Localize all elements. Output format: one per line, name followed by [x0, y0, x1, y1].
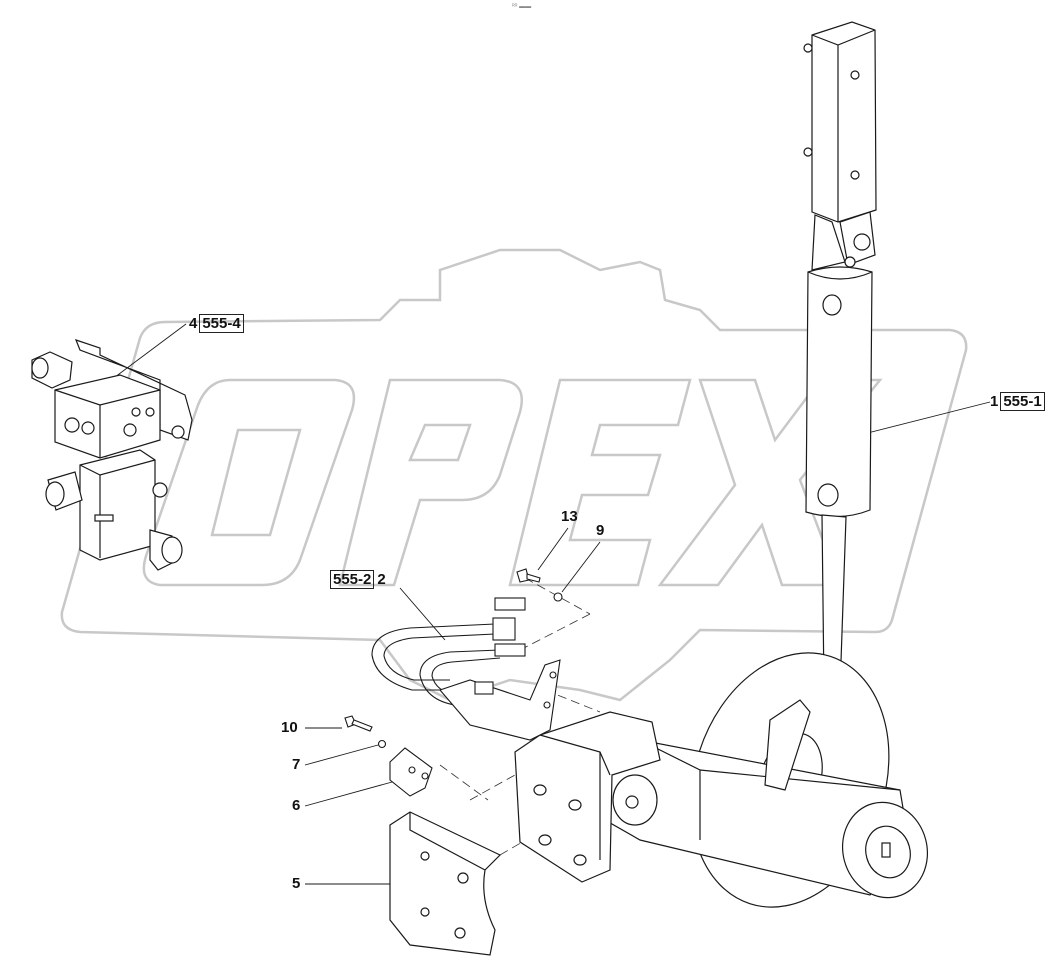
- callout-6: 6: [292, 797, 300, 815]
- valve-body-upper: [54, 374, 161, 459]
- callout-4-number: 4: [189, 315, 198, 332]
- valve-bracket: [74, 339, 193, 441]
- fitting-mid: [492, 617, 516, 641]
- washer-9: [553, 592, 563, 602]
- washer-7: [377, 739, 387, 749]
- upright-post-assembly: [799, 21, 877, 749]
- callout-9-number: 9: [596, 522, 605, 539]
- callout-6-number: 6: [292, 797, 301, 814]
- valve-body-lower: [79, 449, 156, 561]
- callout-2-number: 2: [377, 571, 386, 588]
- bolt-13: [516, 568, 541, 583]
- callout-1-number: 1: [990, 393, 999, 410]
- wheel-arm: [604, 699, 929, 899]
- hose-2: [419, 649, 501, 706]
- watermark-letter-e: [508, 378, 692, 587]
- watermark-letter-o: [142, 378, 356, 587]
- hose-1: [371, 623, 496, 691]
- leader-7: [304, 744, 379, 766]
- clamp-block: [389, 747, 433, 797]
- hose-1-inner: [383, 633, 496, 681]
- callout-13: 13: [561, 508, 578, 526]
- leader-6: [304, 781, 393, 807]
- mounting-plate: [389, 811, 502, 956]
- callout-7-number: 7: [292, 756, 301, 773]
- leader-2: [399, 587, 446, 641]
- callout-5-number: 5: [292, 875, 301, 892]
- valve-block-assembly: [31, 339, 193, 571]
- hose-assembly: [371, 597, 561, 741]
- callout-2-ref: 555-2: [330, 570, 375, 589]
- callout-5: 5: [292, 875, 300, 893]
- callout-9: 9: [596, 522, 604, 540]
- watermark-letter-p: [338, 378, 523, 587]
- callout-1-ref: 555-1: [1000, 392, 1045, 411]
- callout-10: 10: [281, 719, 298, 737]
- callout-13-number: 13: [561, 508, 578, 525]
- bolt-10: [344, 715, 373, 732]
- post-tube: [805, 266, 873, 518]
- callout-4-ref: 555-4: [199, 314, 244, 333]
- leader-9: [561, 541, 601, 593]
- hose-bracket: [439, 659, 561, 741]
- fitting-low: [494, 643, 526, 657]
- header-mark: ᴿᴿ ▬▬: [512, 4, 532, 10]
- top-bracket: [811, 21, 877, 223]
- mounting-housing: [514, 711, 661, 883]
- callout-10-number: 10: [281, 719, 298, 736]
- watermark-gear-outline: [60, 248, 968, 702]
- arm-link: [764, 699, 811, 791]
- leader-13: [537, 527, 569, 571]
- fitting-top: [494, 597, 526, 611]
- callout-7: 7: [292, 756, 300, 774]
